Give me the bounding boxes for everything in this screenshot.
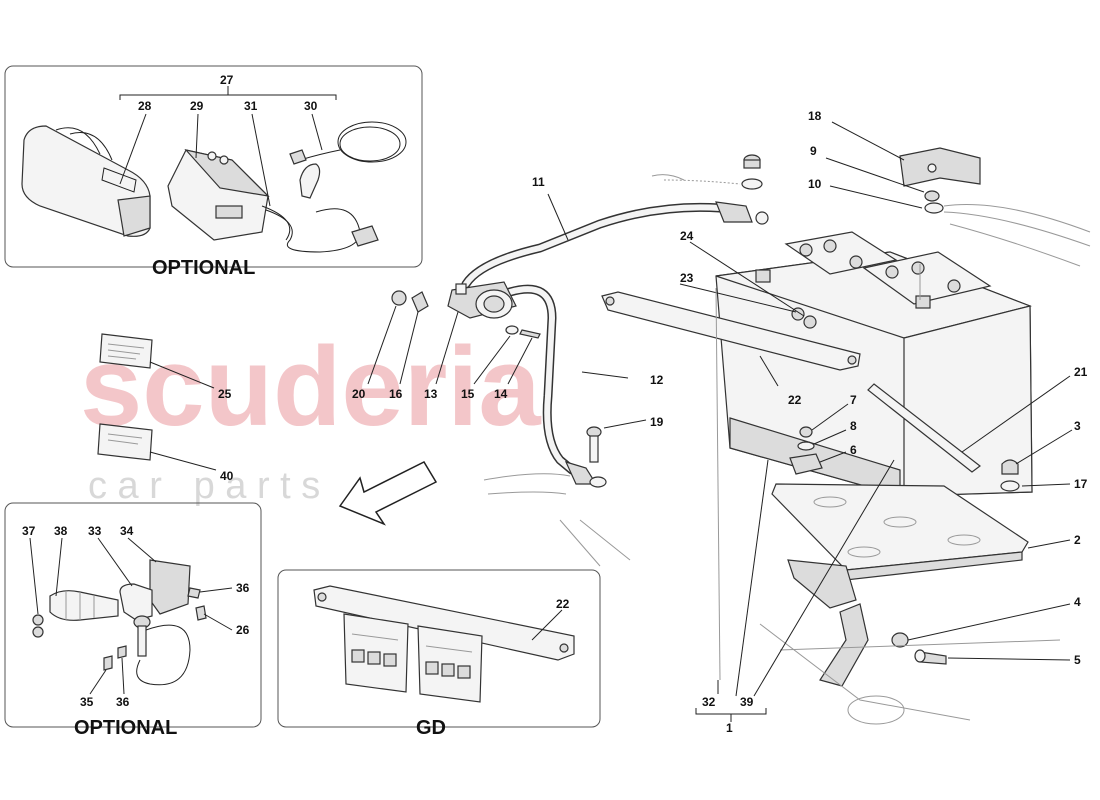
callout-31: 31 [244,99,258,113]
battery-cables: 11 12 [461,174,769,567]
washer-8-icon [797,441,815,451]
charger-unit-icon [167,149,270,241]
callout-21: 21 [1074,365,1088,379]
callout-2: 2 [1074,533,1081,547]
callout-5: 5 [1074,653,1081,667]
callout-9: 9 [810,144,817,158]
terminal-clamp-18-icon [899,147,981,187]
callout-17: 17 [1074,477,1088,491]
callout-18: 18 [808,109,822,123]
callout-35: 35 [80,695,94,709]
panel-optional-switch: 37 38 33 34 36 26 35 36 OPTIONAL [4,502,262,739]
callout-36-lower: 36 [116,695,130,709]
panel-caption-optional-bottom: OPTIONAL [74,717,177,739]
tray-support [819,603,947,687]
callout-19: 19 [650,415,664,429]
callout-13: 13 [424,387,438,401]
panel-optional-charger: 27 28 29 31 30 OPTIONAL [4,65,423,279]
nut-7-icon [799,426,813,438]
warning-label-25: 25 [99,333,232,401]
small-hardware [391,290,541,339]
warning-label-40: 40 [97,423,234,483]
panel-caption-gd: GD [416,717,446,739]
callout-12: 12 [650,373,664,387]
battery-tray [771,483,1029,609]
callout-22-gd: 22 [556,597,570,611]
callout-22-main: 22 [788,393,802,407]
callout-7: 7 [850,393,857,407]
callout-23: 23 [680,271,694,285]
washer-10-icon [924,202,944,214]
terminal-nut-stack-icon [741,154,763,190]
callout-11: 11 [532,175,545,189]
charger-bag-icon [21,125,151,237]
callout-29: 29 [190,99,204,113]
direction-arrow-icon [338,461,438,526]
watermark-sub: c a r p a r t s [88,465,320,507]
callout-33: 33 [88,524,102,538]
callout-15: 15 [461,387,475,401]
callout-37: 37 [22,524,36,538]
callout-36-upper: 36 [236,581,250,595]
callout-34: 34 [120,524,134,538]
nut-20-icon [391,290,407,306]
callout-24: 24 [680,229,694,243]
battery-isolator-switch [447,281,517,319]
callout-1: 1 [726,721,733,735]
watermark-brand: scuderia [80,324,541,449]
callout-27: 27 [220,73,234,87]
panel-frame [4,65,423,268]
charger-cable-icon [261,205,379,253]
panel-frame [277,569,601,728]
callout-40: 40 [220,469,234,483]
panel-frame [4,502,262,728]
battery-holddown-bar [601,291,861,371]
callout-25: 25 [218,387,232,401]
callout-3: 3 [1074,419,1081,433]
clip-16-icon [411,291,429,313]
callout-32: 32 [702,695,716,709]
washer-15-icon [505,325,519,335]
callout-38: 38 [54,524,68,538]
nut-3-icon [1001,459,1019,475]
callout-26: 26 [236,623,250,637]
callout-10: 10 [808,177,822,191]
callout-30: 30 [304,99,318,113]
callout-16: 16 [389,387,403,401]
panel-gd: 22 GD [277,569,601,739]
bolt-19-icon [586,426,602,463]
callout-28: 28 [138,99,152,113]
callout-14: 14 [494,387,508,401]
washer-17-icon [1000,480,1020,492]
callout-20: 20 [352,387,366,401]
callout-6: 6 [850,443,857,457]
screw-14-icon [519,329,541,339]
bracket-6-icon [789,453,823,475]
panel-caption-optional-top: OPTIONAL [152,257,255,279]
callout-8: 8 [850,419,857,433]
callout-39: 39 [740,695,754,709]
charger-lead-icon [289,121,407,199]
nut-9-icon [924,190,940,202]
battery [715,231,1033,497]
callout-4: 4 [1074,595,1081,609]
